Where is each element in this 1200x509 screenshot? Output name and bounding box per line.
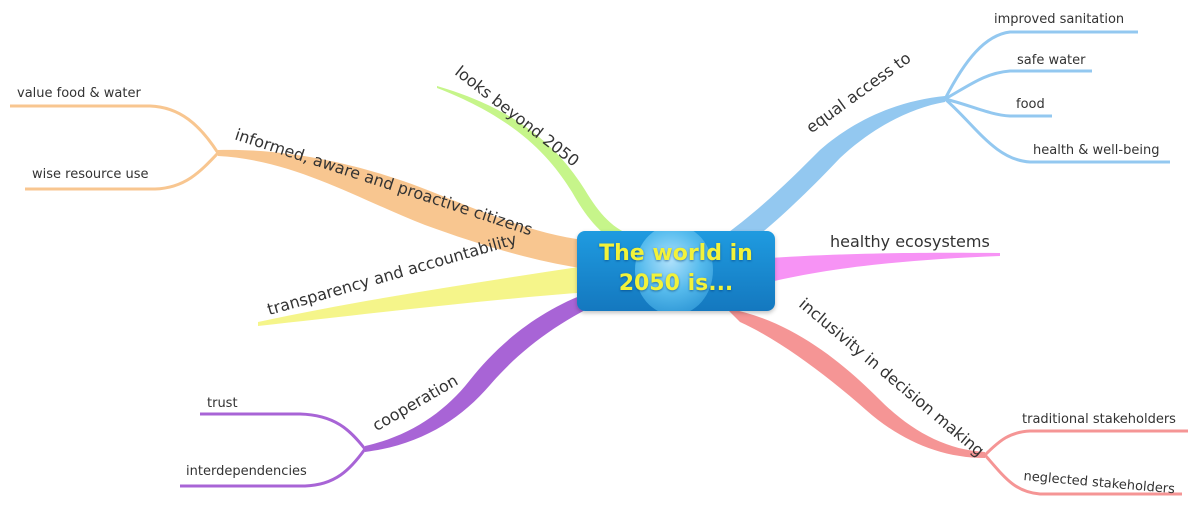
branch-traditional — [983, 429, 1188, 457]
branch-improved-sanitation — [943, 30, 1138, 100]
central-topic-text: The world in 2050 is... — [577, 239, 775, 299]
branch-transparency — [258, 266, 590, 326]
branch-health — [944, 97, 1170, 164]
label-interdependencies[interactable]: interdependencies — [186, 464, 307, 479]
branch-food — [944, 97, 1052, 118]
branch-cooperation — [365, 292, 610, 452]
label-improved-sanitation[interactable]: improved sanitation — [994, 12, 1125, 27]
branch-wise-resource — [25, 151, 220, 191]
branch-inclusivity — [726, 308, 985, 458]
central-topic-line1: The world in — [599, 241, 753, 266]
label-trust[interactable]: trust — [207, 396, 238, 411]
label-food[interactable]: food — [1016, 97, 1045, 112]
branch-neglected — [983, 454, 1182, 496]
label-traditional[interactable]: traditional stakeholders — [1022, 412, 1176, 427]
branch-looks-beyond — [437, 86, 640, 244]
branch-safe-water — [944, 69, 1092, 101]
label-healthy-ecosystems[interactable]: healthy ecosystems — [830, 232, 990, 251]
branch-value-food — [10, 104, 220, 154]
branch-informed — [218, 149, 585, 268]
branch-equal-access — [718, 96, 945, 250]
label-value-food[interactable]: value food & water — [17, 86, 141, 101]
label-wise-resource[interactable]: wise resource use — [32, 167, 149, 182]
central-topic[interactable]: The world in 2050 is... — [577, 231, 775, 311]
branch-interdependencies — [180, 448, 367, 488]
label-health[interactable]: health & well-being — [1033, 143, 1160, 158]
branch-trust — [200, 412, 367, 450]
globe-icon — [635, 231, 713, 311]
label-safe-water[interactable]: safe water — [1017, 53, 1086, 68]
central-topic-line2: 2050 is... — [618, 271, 734, 296]
branch-healthy-ecosystems — [770, 252, 1000, 282]
